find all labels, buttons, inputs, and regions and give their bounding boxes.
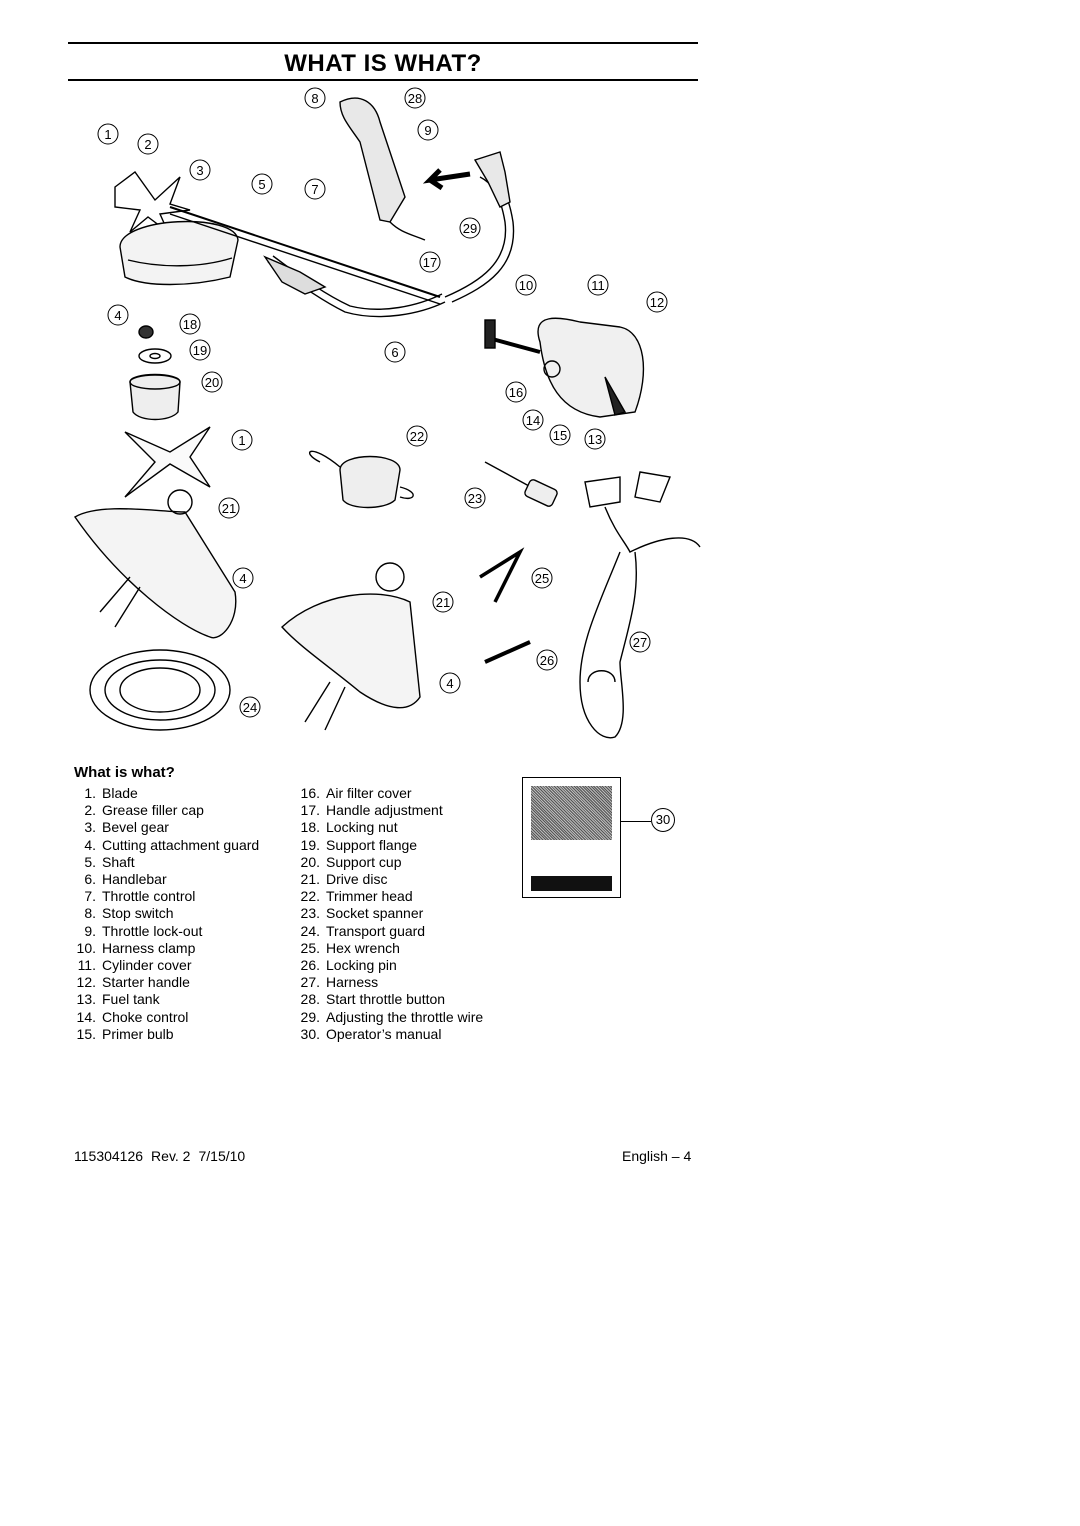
callout-20: 20 <box>205 375 219 390</box>
doc-date: 7/15/10 <box>198 1148 246 1164</box>
callout-17: 17 <box>423 255 437 270</box>
list-item: 19.Support flange <box>300 836 418 853</box>
page-title: WHAT IS WHAT? <box>284 50 482 77</box>
callout-11: 11 <box>591 278 605 293</box>
callout-8: 8 <box>311 91 318 106</box>
cutting-guard-icon <box>119 220 239 286</box>
callout-4c: 4 <box>446 676 453 691</box>
drive-parts-icon <box>129 325 181 421</box>
callout-6: 6 <box>391 345 398 360</box>
callout-27: 27 <box>633 635 647 650</box>
list-item: 13.Fuel tank <box>76 991 160 1008</box>
part-number: 115304126 <box>74 1148 144 1164</box>
callout-16: 16 <box>509 385 523 400</box>
callout-14: 14 <box>526 413 540 428</box>
callout-4b: 4 <box>239 571 246 586</box>
callout-30-leader <box>621 821 651 822</box>
callout-22: 22 <box>410 429 424 444</box>
parts-list-left: 1.Blade 2.Grease filler cap 3.Bevel gear… <box>70 785 260 1043</box>
list-item: 22.Trimmer head <box>300 888 413 905</box>
list-item: 24.Transport guard <box>300 922 426 939</box>
callout-4: 4 <box>114 308 121 323</box>
list-item: 1.Blade <box>84 785 138 801</box>
callout-1b: 1 <box>238 433 245 448</box>
list-item: 17.Handle adjustment <box>300 802 443 819</box>
footer-doc-info: 115304126 Rev. 2 7/15/10 <box>74 1148 253 1164</box>
list-item: 27.Harness <box>300 974 379 991</box>
callout-18: 18 <box>183 317 197 332</box>
list-item: 20.Support cup <box>300 853 402 870</box>
callout-3: 3 <box>196 163 203 178</box>
title-underline <box>68 79 698 81</box>
callout-12: 12 <box>650 295 664 310</box>
callout-30: 30 <box>651 808 675 832</box>
list-item: 29.Adjusting the throttle wire <box>300 1008 484 1025</box>
transport-guard-icon <box>89 649 231 731</box>
callout-1: 1 <box>104 127 111 142</box>
parts-list-right: 16.Air filter cover 17.Handle adjustment… <box>294 785 484 1043</box>
list-item: 8.Stop switch <box>84 905 174 922</box>
guard-icon-3 <box>281 562 421 731</box>
callout-23: 23 <box>468 491 482 506</box>
list-item: 30.Operator’s manual <box>300 1025 442 1042</box>
callout-15: 15 <box>553 428 567 443</box>
list-item: 5.Shaft <box>84 853 135 870</box>
list-item: 4.Cutting attachment guard <box>84 836 260 853</box>
callout-5: 5 <box>258 177 265 192</box>
section-title: What is what? <box>74 764 175 781</box>
list-item: 15.Primer bulb <box>76 1025 174 1042</box>
callout-26: 26 <box>540 653 554 668</box>
blade-icon <box>114 171 191 235</box>
callout-21: 21 <box>222 501 236 516</box>
callout-19: 19 <box>193 343 207 358</box>
harness-icon <box>579 471 701 739</box>
list-item: 12.Starter handle <box>76 974 190 991</box>
engine-icon <box>484 317 645 418</box>
callout-2: 2 <box>144 137 151 152</box>
list-item: 3.Bevel gear <box>84 819 169 836</box>
revision: Rev. 2 <box>151 1148 191 1164</box>
callout-13: 13 <box>588 432 602 447</box>
operators-manual-icon <box>522 777 621 898</box>
manual-cover-pattern <box>531 786 612 840</box>
list-item: 18.Locking nut <box>300 819 398 836</box>
manual-cover-bar <box>531 876 612 891</box>
parts-diagram: 1 2 3 5 7 8 28 9 29 17 10 11 12 4 18 19 … <box>73 87 701 739</box>
arrow-icon <box>422 168 471 191</box>
list-item: 26.Locking pin <box>300 957 397 974</box>
list-item: 2.Grease filler cap <box>84 802 204 819</box>
trimmer-head-icon <box>308 450 414 509</box>
blade-icon-2 <box>124 426 211 498</box>
callout-21b: 21 <box>436 595 450 610</box>
list-item: 7.Throttle control <box>84 888 196 905</box>
callout-28: 28 <box>408 91 422 106</box>
callout-7: 7 <box>311 182 318 197</box>
page-number: English – 4 <box>622 1148 692 1164</box>
list-item: 16.Air filter cover <box>300 785 412 801</box>
list-item: 6.Handlebar <box>84 871 167 888</box>
callout-24: 24 <box>243 700 257 715</box>
guard-icon-2 <box>73 489 237 639</box>
list-item: 23.Socket spanner <box>300 905 424 922</box>
callout-10: 10 <box>519 278 533 293</box>
socket-spanner-icon <box>484 461 558 507</box>
shaft-icon <box>169 206 441 298</box>
list-item: 9.Throttle lock-out <box>84 922 203 939</box>
list-item: 28.Start throttle button <box>300 991 446 1008</box>
top-rule <box>68 42 698 44</box>
callout-25: 25 <box>535 571 549 586</box>
locking-pin-icon <box>484 640 531 664</box>
list-item: 10.Harness clamp <box>76 939 196 956</box>
throttle-handle-icon <box>339 97 511 241</box>
list-item: 11.Cylinder cover <box>77 957 192 974</box>
callout-9: 9 <box>424 123 431 138</box>
list-item: 21.Drive disc <box>300 871 388 888</box>
list-item: 14.Choke control <box>76 1008 189 1025</box>
callout-29: 29 <box>463 221 477 236</box>
hex-wrench-icon <box>479 547 525 603</box>
list-item: 25.Hex wrench <box>300 939 400 956</box>
